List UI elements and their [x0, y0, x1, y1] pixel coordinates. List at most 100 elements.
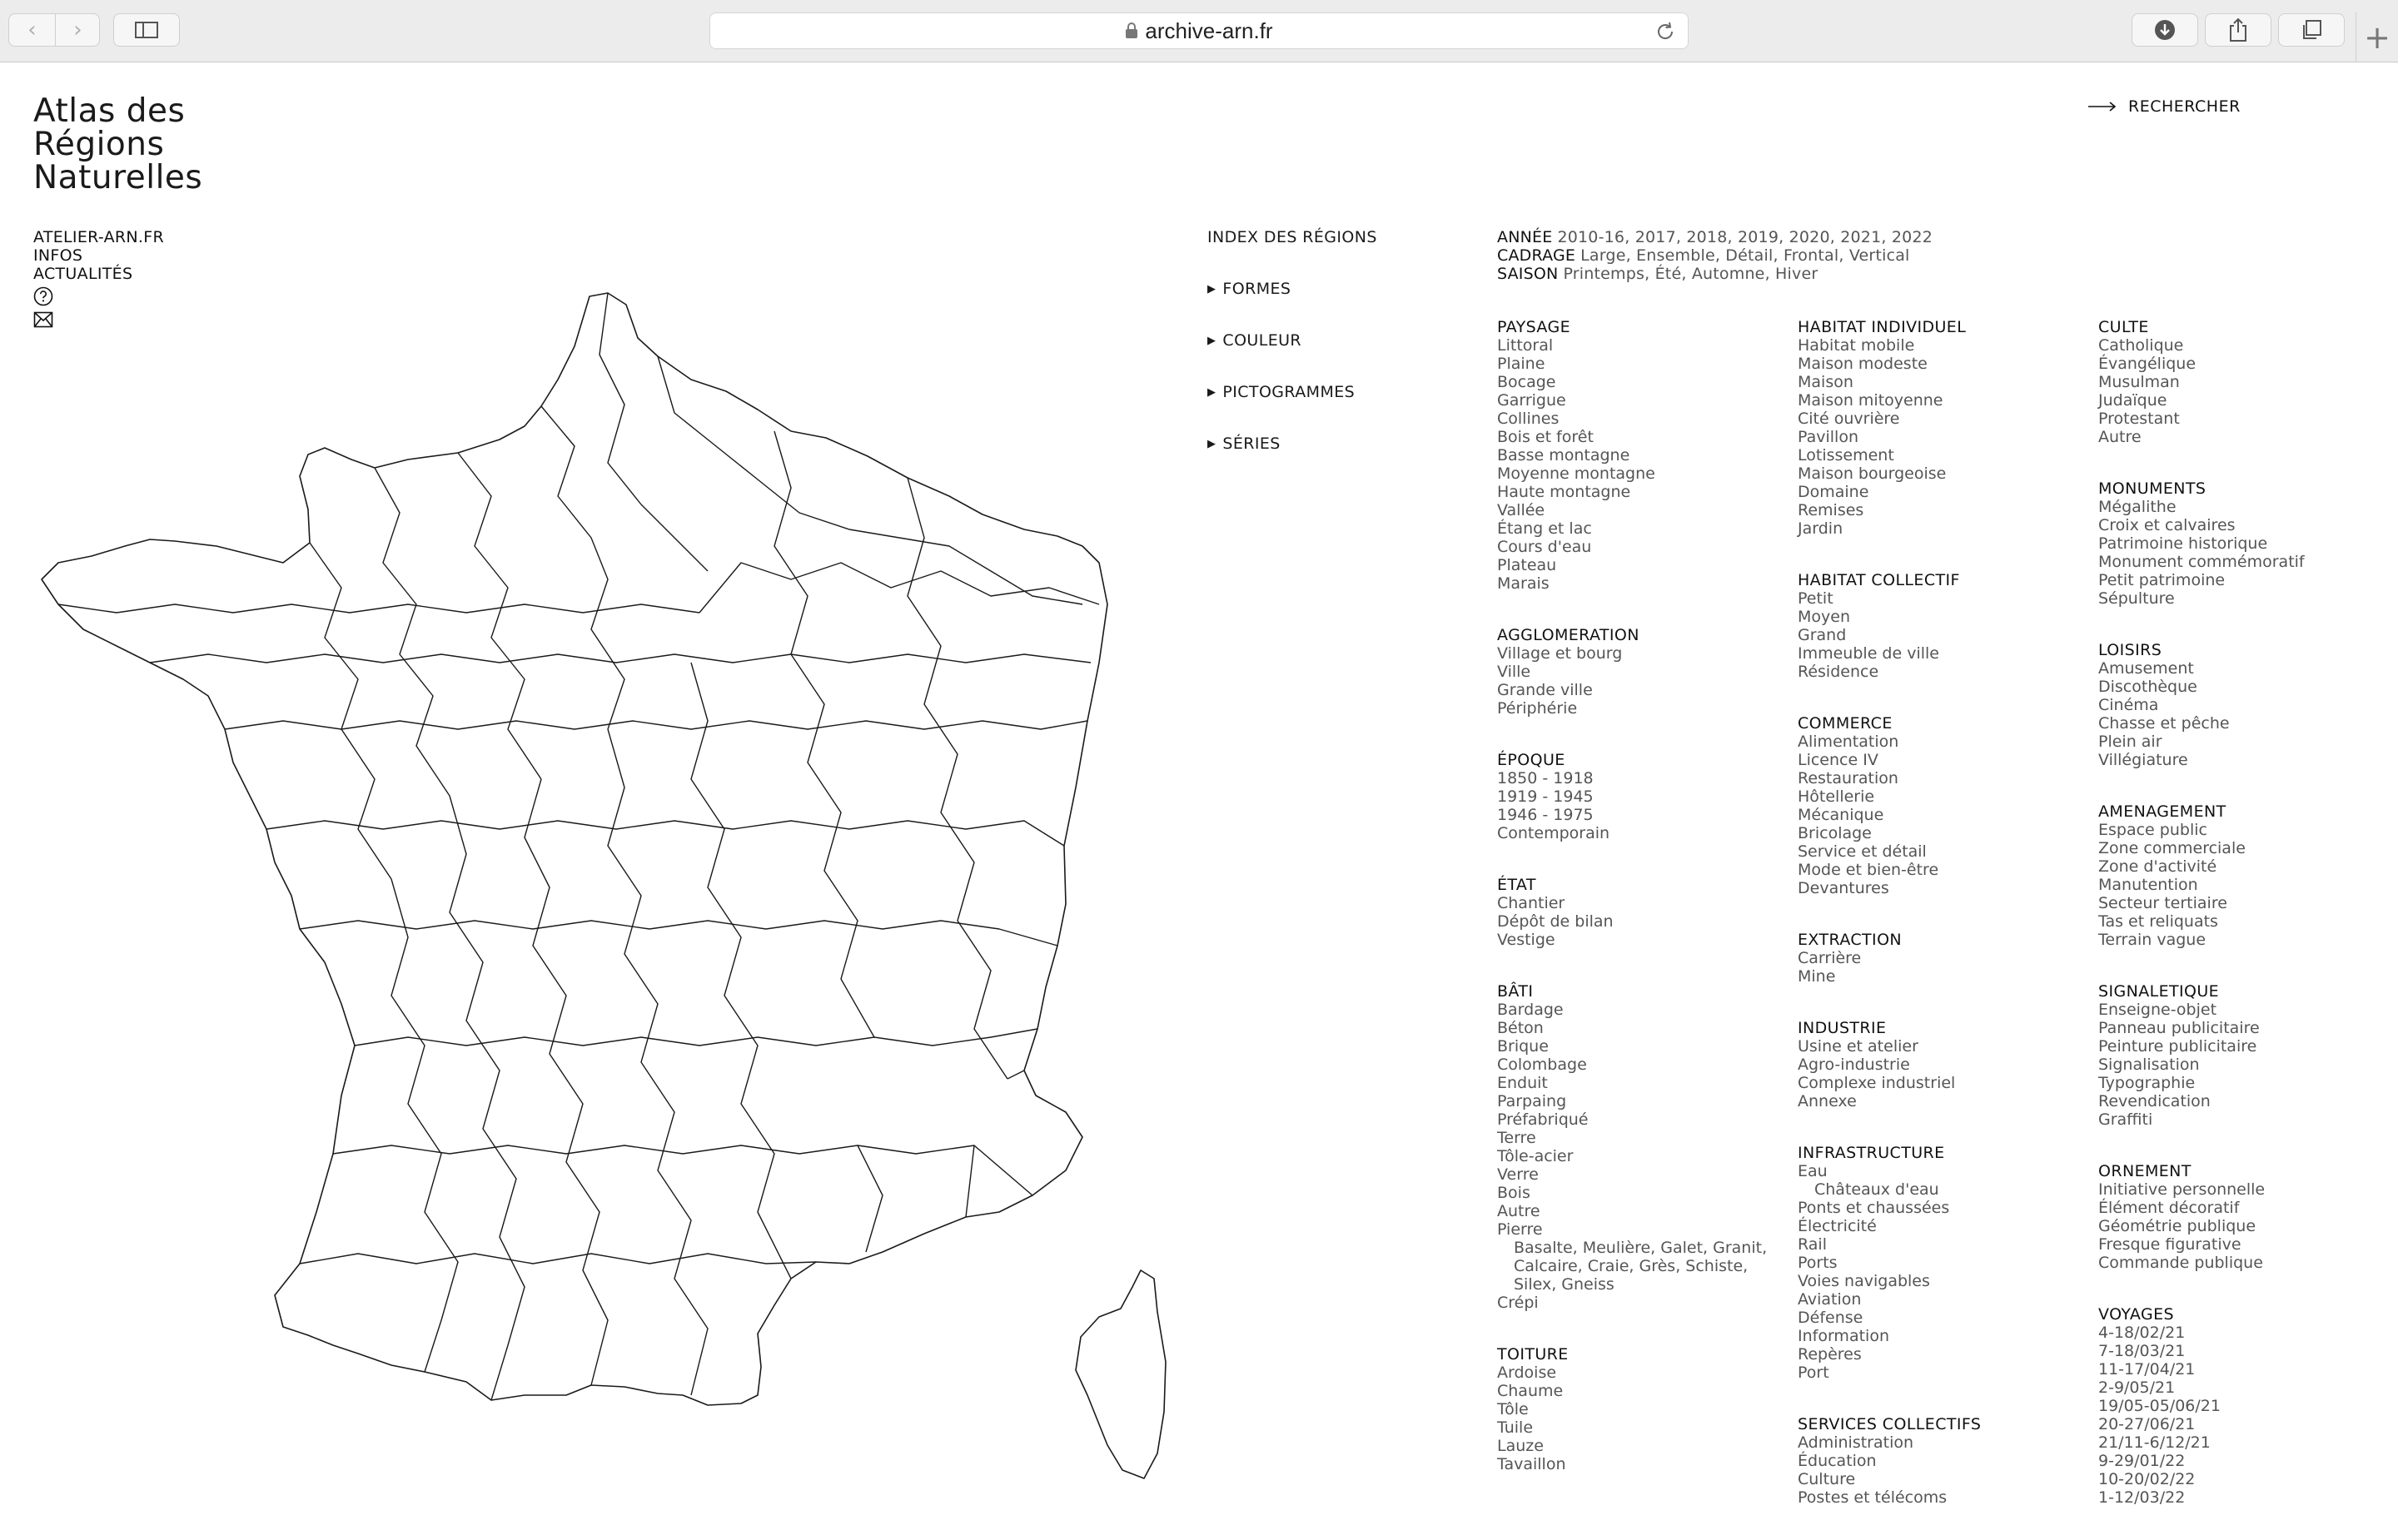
- category-item[interactable]: Terre: [1497, 1129, 1536, 1147]
- category-title[interactable]: ÉTAT: [1497, 876, 1536, 894]
- category-item[interactable]: Enseigne-objet: [2098, 1001, 2217, 1019]
- category-item[interactable]: Annexe: [1798, 1092, 1857, 1110]
- category-item[interactable]: Discothèque: [2098, 678, 2197, 696]
- category-item[interactable]: Manutention: [2098, 876, 2198, 894]
- category-item[interactable]: Immeuble de ville: [1798, 644, 1939, 663]
- category-item[interactable]: Enduit: [1497, 1074, 1548, 1092]
- nav-atelier-link[interactable]: ATELIER-ARN.FR: [33, 228, 164, 246]
- reload-icon[interactable]: [1654, 21, 1676, 42]
- category-item[interactable]: Cité ouvrière: [1798, 410, 1900, 428]
- category-title[interactable]: CULTE: [2098, 318, 2149, 336]
- category-item[interactable]: Remises: [1798, 501, 1864, 519]
- category-item[interactable]: Autre: [1497, 1202, 1540, 1220]
- category-item[interactable]: Bois et forêt: [1497, 428, 1594, 446]
- mail-icon[interactable]: [33, 310, 53, 330]
- category-item[interactable]: Terrain vague: [2098, 931, 2206, 949]
- category-item[interactable]: Parpaing: [1497, 1092, 1567, 1110]
- category-item[interactable]: Lauze: [1497, 1437, 1544, 1455]
- share-button[interactable]: [2205, 13, 2271, 47]
- category-item[interactable]: Protestant: [2098, 410, 2180, 428]
- category-item[interactable]: Amusement: [2098, 659, 2194, 678]
- category-item[interactable]: Moyen: [1798, 608, 1850, 626]
- sidebar-toggle-button[interactable]: [113, 13, 180, 47]
- category-item[interactable]: Colombage: [1497, 1056, 1587, 1074]
- category-title[interactable]: HABITAT COLLECTIF: [1798, 571, 1960, 589]
- category-item[interactable]: Grand: [1798, 626, 1847, 644]
- category-item[interactable]: Tas et reliquats: [2098, 912, 2218, 931]
- category-item[interactable]: Usine et atelier: [1798, 1037, 1918, 1056]
- category-item[interactable]: Postes et télécoms: [1798, 1488, 1948, 1507]
- category-item[interactable]: Ardoise: [1497, 1364, 1557, 1382]
- category-item[interactable]: Évangélique: [2098, 355, 2197, 373]
- category-title[interactable]: AMENAGEMENT: [2098, 802, 2226, 821]
- category-item[interactable]: Catholique: [2098, 336, 2184, 355]
- help-icon[interactable]: [33, 286, 53, 306]
- category-title[interactable]: HABITAT INDIVIDUEL: [1798, 318, 1967, 336]
- category-item[interactable]: Bocage: [1497, 373, 1556, 391]
- category-item[interactable]: Vallée: [1497, 501, 1545, 519]
- category-item[interactable]: Cours d'eau: [1497, 538, 1592, 556]
- category-item[interactable]: Commande publique: [2098, 1254, 2263, 1272]
- category-item[interactable]: Graffiti: [2098, 1110, 2153, 1129]
- category-item[interactable]: Culture: [1798, 1470, 1856, 1488]
- category-item[interactable]: Mégalithe: [2098, 498, 2177, 516]
- category-item[interactable]: Administration: [1798, 1433, 1914, 1452]
- category-title[interactable]: AGGLOMERATION: [1497, 626, 1639, 644]
- category-item[interactable]: Mine: [1798, 967, 1836, 986]
- category-item[interactable]: Monument commémoratif: [2098, 553, 2305, 571]
- category-item[interactable]: Basse montagne: [1497, 446, 1630, 464]
- nav-infos-link[interactable]: INFOS: [33, 246, 83, 265]
- category-item[interactable]: Zone commerciale: [2098, 839, 2246, 857]
- category-item[interactable]: Béton: [1497, 1019, 1544, 1037]
- category-item[interactable]: Vestige: [1497, 931, 1555, 949]
- category-item[interactable]: Judaïque: [2098, 391, 2167, 410]
- category-item[interactable]: Ports: [1798, 1254, 1838, 1272]
- forward-button[interactable]: ›: [55, 14, 101, 46]
- category-item[interactable]: Éducation: [1798, 1452, 1877, 1470]
- category-item[interactable]: 4-18/02/21: [2098, 1324, 2186, 1342]
- category-item[interactable]: Rail: [1798, 1235, 1827, 1254]
- category-item[interactable]: Géométrie publique: [2098, 1217, 2256, 1235]
- category-title[interactable]: ORNEMENT: [2098, 1162, 2192, 1180]
- category-item[interactable]: Information: [1798, 1327, 1889, 1345]
- downloads-button[interactable]: [2132, 13, 2198, 47]
- category-title[interactable]: COMMERCE: [1798, 714, 1893, 733]
- category-item[interactable]: 19/05-05/06/21: [2098, 1397, 2221, 1415]
- category-item[interactable]: Espace public: [2098, 821, 2207, 839]
- tabs-overview-button[interactable]: [2278, 13, 2345, 47]
- category-title[interactable]: BÂTI: [1497, 982, 1534, 1001]
- category-title[interactable]: PAYSAGE: [1497, 318, 1570, 336]
- category-item[interactable]: Chantier: [1497, 894, 1565, 912]
- category-item[interactable]: Villégiature: [2098, 751, 2188, 769]
- index-item-series[interactable]: ▶SÉRIES: [1207, 435, 1377, 453]
- category-item[interactable]: Pavillon: [1798, 428, 1858, 446]
- category-item[interactable]: Petit: [1798, 589, 1833, 608]
- category-item[interactable]: Bricolage: [1798, 824, 1872, 842]
- category-item[interactable]: Périphérie: [1497, 699, 1578, 718]
- category-item[interactable]: Complexe industriel: [1798, 1074, 1956, 1092]
- category-item[interactable]: 10-20/02/22: [2098, 1470, 2196, 1488]
- category-item[interactable]: 2-9/05/21: [2098, 1379, 2176, 1397]
- category-item[interactable]: Calcaire, Craie, Grès, Schiste,: [1514, 1257, 1749, 1275]
- category-item[interactable]: Résidence: [1798, 663, 1879, 681]
- search-link[interactable]: RECHERCHER: [2088, 97, 2241, 116]
- category-item[interactable]: Haute montagne: [1497, 483, 1631, 501]
- category-item[interactable]: Verre: [1497, 1165, 1539, 1184]
- address-bar[interactable]: archive-arn.fr: [709, 12, 1689, 49]
- category-item[interactable]: Domaine: [1798, 483, 1869, 501]
- category-item[interactable]: Eau: [1798, 1162, 1828, 1180]
- category-item[interactable]: Maison: [1798, 373, 1853, 391]
- category-item[interactable]: Bardage: [1497, 1001, 1564, 1019]
- category-item[interactable]: Pierre: [1497, 1220, 1543, 1239]
- category-item[interactable]: Habitat mobile: [1798, 336, 1915, 355]
- category-item[interactable]: Maison bourgeoise: [1798, 464, 1947, 483]
- category-item[interactable]: Dépôt de bilan: [1497, 912, 1614, 931]
- category-item[interactable]: Licence IV: [1798, 751, 1878, 769]
- category-item[interactable]: Fresque figurative: [2098, 1235, 2241, 1254]
- category-item[interactable]: Restauration: [1798, 769, 1898, 787]
- category-item[interactable]: Défense: [1798, 1309, 1863, 1327]
- category-item[interactable]: Mécanique: [1798, 806, 1884, 824]
- category-item[interactable]: Plateau: [1497, 556, 1557, 574]
